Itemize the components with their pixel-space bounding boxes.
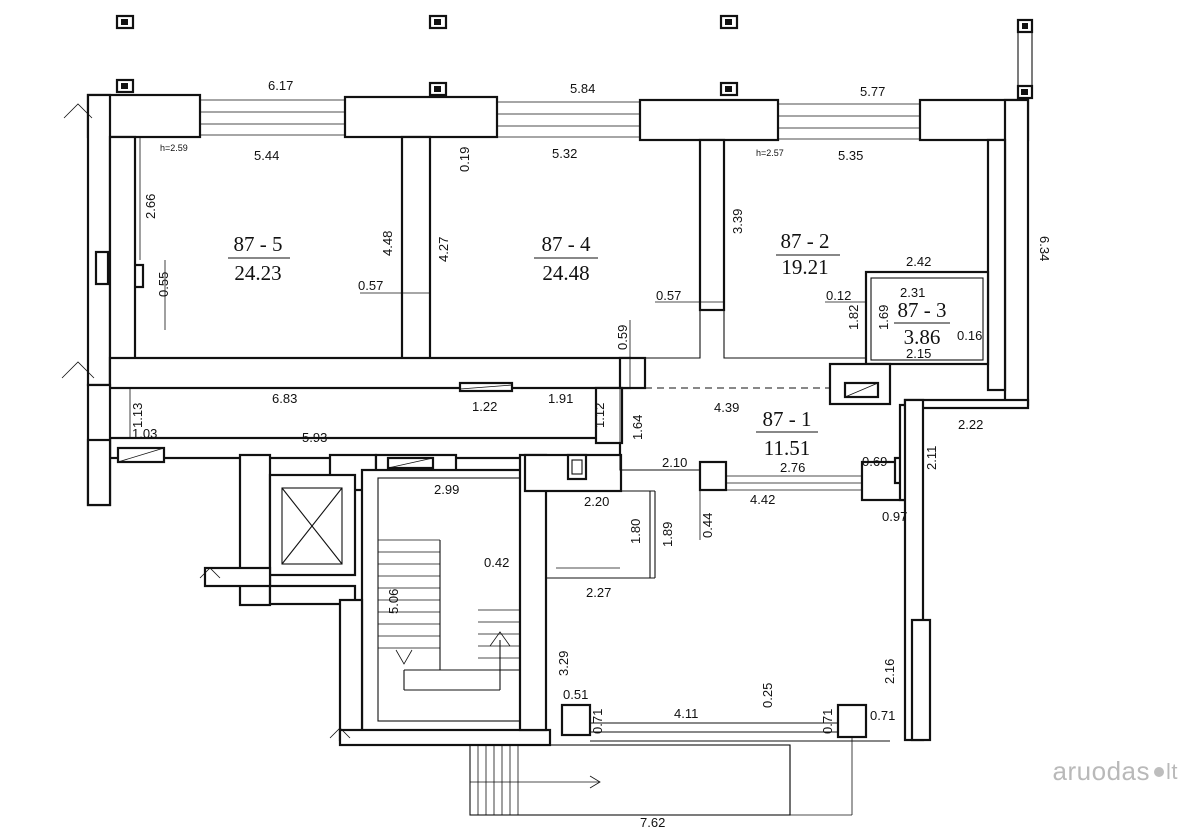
dimension-label: 3.39: [730, 209, 745, 234]
dimension-label: 5.32: [552, 146, 577, 161]
dimension-label: 7.62: [640, 815, 665, 827]
room4-dimensions: 0.19 5.32 4.27 0.57 0.59: [436, 146, 681, 350]
room-label-87-5: 87 - 5 24.23: [228, 232, 290, 285]
room-label-87-2: 87 - 2 19.21: [776, 229, 840, 279]
dimension-label: 1.64: [630, 415, 645, 440]
dimension-label: 0.44: [700, 513, 715, 538]
dimension-label: 6.34: [1037, 236, 1052, 261]
dimension-label: 4.42: [750, 492, 775, 507]
dimension-label: 0.19: [457, 147, 472, 172]
dimension-label: 1.82: [846, 305, 861, 330]
dimension-label: 1.03: [132, 426, 157, 441]
dimension-label: 1.12: [592, 403, 607, 428]
dimension-label: 2.16: [882, 659, 897, 684]
dimension-label: 0.71: [820, 709, 835, 734]
facade-columns: [115, 14, 1034, 100]
dimension-label: 0.55: [156, 272, 171, 297]
dimension-label: 5.84: [570, 81, 595, 96]
dimension-label: 2.99: [434, 482, 459, 497]
ceiling-height: h=2.59: [160, 143, 188, 153]
dimension-label: 0.12: [826, 288, 851, 303]
dimension-label: 0.71: [590, 709, 605, 734]
dimension-label: 0.16: [957, 328, 982, 343]
dimension-label: 2.11: [924, 446, 939, 470]
dimension-label: 2.42: [906, 254, 931, 269]
dimension-label: 0.57: [358, 278, 383, 293]
dimension-label: 3.29: [556, 651, 571, 676]
outer-walls: [86, 93, 1030, 407]
dimension-label: 6.83: [272, 391, 297, 406]
dimension-label: 0.51: [563, 687, 588, 702]
lower-dimensions: 5.93 2.22 2.10 2.76 0.69 2.11 2.99 2.20 …: [302, 417, 983, 827]
dimension-label: 4.11: [674, 706, 698, 721]
watermark-logo: aruodas lt: [1053, 756, 1178, 787]
dimension-label: 0.97: [882, 509, 907, 524]
dimension-label: 1.80: [628, 519, 643, 544]
room-area: 3.86: [904, 325, 941, 349]
dimension-label: 5.44: [254, 148, 279, 163]
dimension-label: 1.13: [130, 403, 145, 428]
room5-dimensions: 5.44 2.66 4.48 0.55 0.57: [143, 148, 395, 297]
room-label-87-1: 87 - 1 11.51: [756, 407, 818, 460]
dimension-label: 2.22: [958, 417, 983, 432]
dimension-label: 5.06: [386, 589, 401, 614]
room-area: 11.51: [764, 436, 810, 460]
dimension-label: 2.76: [780, 460, 805, 475]
room-id: 87 - 3: [898, 298, 947, 322]
dimension-label: 4.48: [380, 231, 395, 256]
dimension-label: 0.57: [656, 288, 681, 303]
dimension-label: 5.35: [838, 148, 863, 163]
room-area: 24.48: [542, 261, 589, 285]
dimension-label: 1.89: [660, 522, 675, 547]
dimension-label: 1.69: [876, 305, 891, 330]
dimension-label: 4.39: [714, 400, 739, 415]
dimension-label: 2.20: [584, 494, 609, 509]
room-label-87-3: 87 - 3 3.86: [894, 298, 950, 349]
room-id: 87 - 1: [763, 407, 812, 431]
dimension-label: 6.17: [268, 78, 293, 93]
room-area: 19.21: [781, 255, 828, 279]
facade-dimensions: 6.17 5.84 5.77: [268, 78, 885, 99]
dimension-label: 2.31: [900, 285, 925, 300]
dimension-label: 5.93: [302, 430, 327, 445]
dot-icon: [1154, 766, 1164, 777]
corridor-dimensions: 6.83 1.22 1.91 1.12 1.64 1.13 1.03 4.39: [130, 391, 739, 441]
dimension-label: 1.22: [472, 399, 497, 414]
dimension-label: 0.42: [484, 555, 509, 570]
dimension-label: 2.27: [586, 585, 611, 600]
dimension-label: 5.77: [860, 84, 885, 99]
room-id: 87 - 4: [542, 232, 591, 256]
room-label-87-4: 87 - 4 24.48: [534, 232, 598, 285]
dimension-label: 2.66: [143, 194, 158, 219]
room-id: 87 - 5: [234, 232, 283, 256]
dimension-label: 2.15: [906, 346, 931, 361]
dimension-label: 0.69: [862, 454, 887, 469]
dimension-lines: [129, 137, 866, 569]
dimension-label: 0.59: [615, 325, 630, 350]
watermark-tld: lt: [1166, 758, 1178, 784]
interior-walls: [61, 103, 1030, 816]
dimension-label: 0.25: [760, 683, 775, 708]
room-id: 87 - 2: [781, 229, 830, 253]
dimension-label: 1.91: [548, 391, 573, 406]
dimension-label: 0.71: [870, 708, 895, 723]
room2-dimensions: 5.35 3.39 2.42 6.34 0.12 1.82: [730, 148, 1052, 330]
room-area: 24.23: [234, 261, 281, 285]
dimension-label: 4.27: [436, 237, 451, 262]
dimension-label: 2.10: [662, 455, 687, 470]
watermark-brand: aruodas: [1052, 756, 1150, 786]
room3-dimensions: 2.31 1.69 0.16 2.15: [876, 285, 982, 361]
stair-treads: [378, 539, 524, 691]
ceiling-height: h=2.57: [756, 148, 784, 158]
entrance-steps: [469, 737, 853, 816]
